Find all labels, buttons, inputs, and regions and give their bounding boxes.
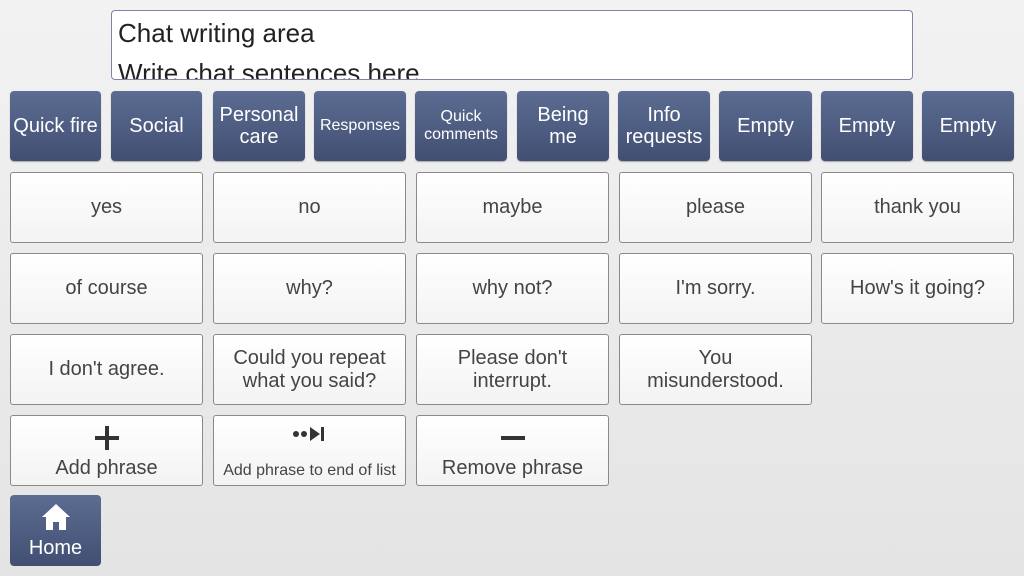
phrase-tile[interactable]: You misunderstood.	[619, 334, 812, 405]
category-social[interactable]: Social	[111, 91, 202, 161]
skip-to-end-icon	[214, 424, 405, 444]
category-responses[interactable]: Responses	[314, 91, 406, 161]
home-icon	[10, 503, 101, 531]
phrase-tile[interactable]: Please don't interrupt.	[416, 334, 609, 405]
phrase-tile[interactable]: I don't agree.	[10, 334, 203, 405]
category-info-requests[interactable]: Info requests	[618, 91, 710, 161]
phrase-tile[interactable]: maybe	[416, 172, 609, 243]
phrase-tile[interactable]: why not?	[416, 253, 609, 324]
add-phrase-to-end-button[interactable]: Add phrase to end of list	[213, 415, 406, 486]
add-phrase-to-end-label: Add phrase to end of list	[223, 462, 396, 479]
phrase-tile[interactable]: of course	[10, 253, 203, 324]
phrase-tile[interactable]: How's it going?	[821, 253, 1014, 324]
phrase-tile[interactable]: Could you repeat what you said?	[213, 334, 406, 405]
home-label: Home	[28, 537, 83, 559]
phrase-tile[interactable]: please	[619, 172, 812, 243]
category-being-me[interactable]: Being me	[517, 91, 609, 161]
phrase-tile[interactable]: I'm sorry.	[619, 253, 812, 324]
home-button[interactable]: Home	[10, 495, 101, 566]
remove-phrase-label: Remove phrase	[441, 457, 584, 479]
category-personal-care[interactable]: Personal care	[213, 91, 305, 161]
phrase-tile[interactable]: yes	[10, 172, 203, 243]
add-phrase-label: Add phrase	[55, 457, 158, 479]
category-empty-2[interactable]: Empty	[821, 91, 913, 161]
category-empty-1[interactable]: Empty	[719, 91, 812, 161]
chat-title: Chat writing area	[118, 18, 315, 48]
chat-placeholder: Write chat sentences here	[118, 58, 420, 80]
category-quick-comments[interactable]: Quick comments	[415, 91, 507, 161]
plus-icon	[11, 424, 202, 452]
add-phrase-button[interactable]: Add phrase	[10, 415, 203, 486]
remove-phrase-button[interactable]: Remove phrase	[416, 415, 609, 486]
category-quick-fire[interactable]: Quick fire	[10, 91, 101, 161]
minus-icon	[417, 424, 608, 452]
category-empty-3[interactable]: Empty	[922, 91, 1014, 161]
phrase-tile[interactable]: no	[213, 172, 406, 243]
phrase-tile[interactable]: why?	[213, 253, 406, 324]
chat-writing-area[interactable]: Chat writing area Write chat sentences h…	[111, 10, 913, 80]
phrase-tile[interactable]: thank you	[821, 172, 1014, 243]
